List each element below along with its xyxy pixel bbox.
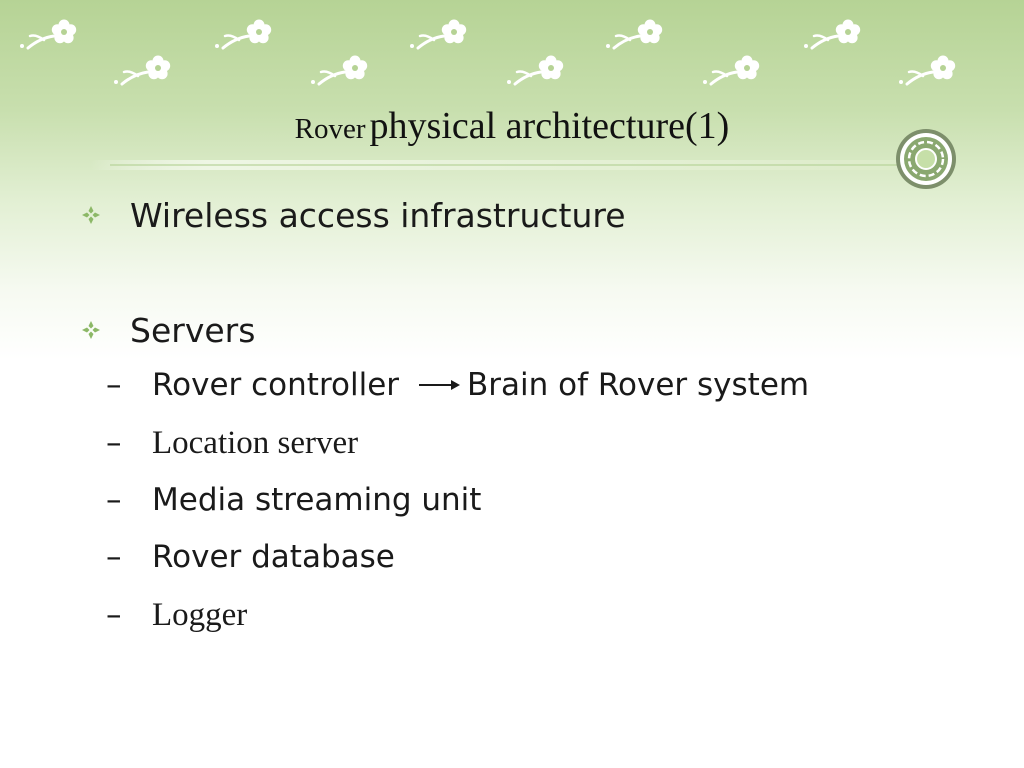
dash-marker: – xyxy=(106,597,122,633)
diamond-bullet-icon xyxy=(82,321,100,339)
flower-decoration-icon xyxy=(112,54,172,86)
bullet-item: Servers xyxy=(80,310,255,350)
slide-title: Rover physical architecture(1) xyxy=(0,104,1024,148)
dash-marker: – xyxy=(106,539,122,575)
sub-item: – Rover controller Brain of Rover system xyxy=(106,365,809,405)
title-divider xyxy=(90,160,920,170)
flower-decoration-icon xyxy=(802,18,862,50)
sub-item-arrow-target: Brain of Rover system xyxy=(467,367,810,403)
flower-row-top xyxy=(18,18,862,50)
sub-item-text: Rover database xyxy=(152,539,395,575)
flower-decoration-band xyxy=(18,18,957,86)
dash-marker: – xyxy=(106,482,122,518)
flower-decoration-icon xyxy=(505,54,565,86)
flower-decoration-icon xyxy=(309,54,369,86)
bullet-text: Wireless access infrastructure xyxy=(130,195,626,235)
sub-item: – Location server xyxy=(106,423,358,463)
bullet-item: Wireless access infrastructure xyxy=(80,195,626,235)
circular-emblem-icon xyxy=(896,129,956,189)
sub-item: – Media streaming unit xyxy=(106,480,481,520)
sub-item-text: Rover controller xyxy=(152,367,400,403)
sub-item-text: Media streaming unit xyxy=(152,482,482,518)
slide-title-part2: physical architecture(1) xyxy=(369,105,730,147)
bullet-text: Servers xyxy=(130,310,256,350)
flower-row-bottom xyxy=(112,54,957,86)
flower-decoration-icon xyxy=(604,18,664,50)
sub-item-text: Location server xyxy=(152,424,359,461)
sub-item: – Logger xyxy=(106,595,247,635)
arrow-icon xyxy=(419,380,461,390)
sub-item: – Rover database xyxy=(106,537,395,577)
flower-decoration-icon xyxy=(701,54,761,86)
dash-marker: – xyxy=(106,367,122,403)
flower-decoration-icon xyxy=(18,18,78,50)
flower-decoration-icon xyxy=(897,54,957,86)
dash-marker: – xyxy=(106,425,122,461)
sub-item-text: Logger xyxy=(152,596,248,633)
flower-decoration-icon xyxy=(408,18,468,50)
flower-decoration-icon xyxy=(213,18,273,50)
slide-title-part1: Rover xyxy=(294,113,366,145)
diamond-bullet-icon xyxy=(82,206,100,224)
